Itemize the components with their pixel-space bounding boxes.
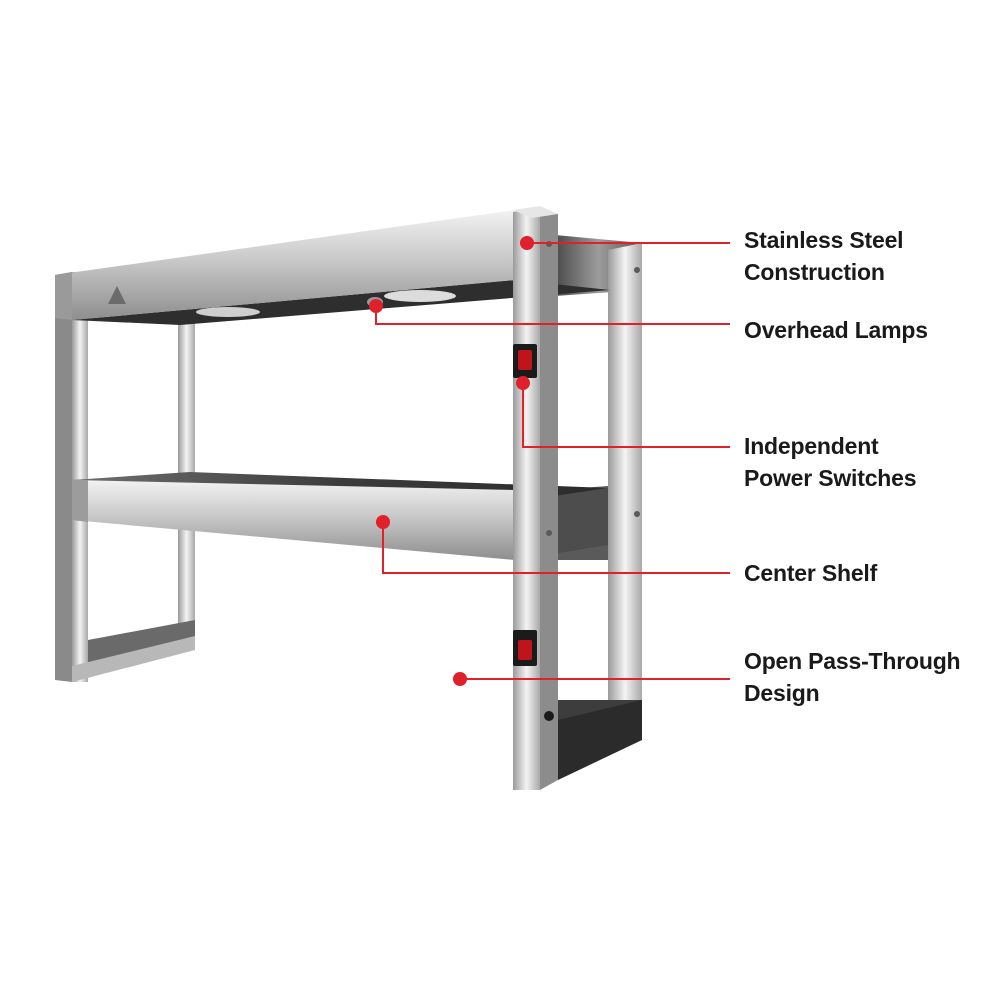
callout-center-shelf: Center Shelf [744,557,984,589]
warning-triangle-icon [108,286,126,304]
power-switch-lower[interactable] [513,630,537,666]
callout-line: Design [744,680,820,706]
screw-icon [546,530,552,536]
callout-line: Open Pass-Through [744,648,961,674]
callout-overhead-lamps: Overhead Lamps [744,314,984,346]
callout-line: Stainless Steel [744,227,904,253]
screw-icon [634,511,640,517]
marker-dot-icon [376,515,390,529]
callout-line: Center Shelf [744,560,878,586]
marker-dot-icon [369,299,383,313]
marker-dot-icon [516,376,530,390]
callout-markers [369,236,534,686]
screw-icon [634,267,640,273]
marker-dot-icon [520,236,534,250]
leader-line-center-shelf [382,522,730,574]
overhead-lamp-housing [72,280,610,325]
callout-line: Overhead Lamps [744,317,928,343]
bolt-icon [544,711,554,721]
callout-line: Independent [744,433,879,459]
marker-dot-icon [453,672,467,686]
callout-line: Power Switches [744,465,917,491]
leader-line-power-switches [522,383,730,448]
power-switch-upper[interactable] [513,344,537,378]
callout-stainless-steel-construction: Stainless Steel Construction [744,224,984,288]
upper-front-beam [55,210,515,320]
callout-open-pass-through-design: Open Pass-Through Design [744,645,984,709]
callout-independent-power-switches: Independent Power Switches [744,430,984,494]
callout-line: Construction [744,259,885,285]
